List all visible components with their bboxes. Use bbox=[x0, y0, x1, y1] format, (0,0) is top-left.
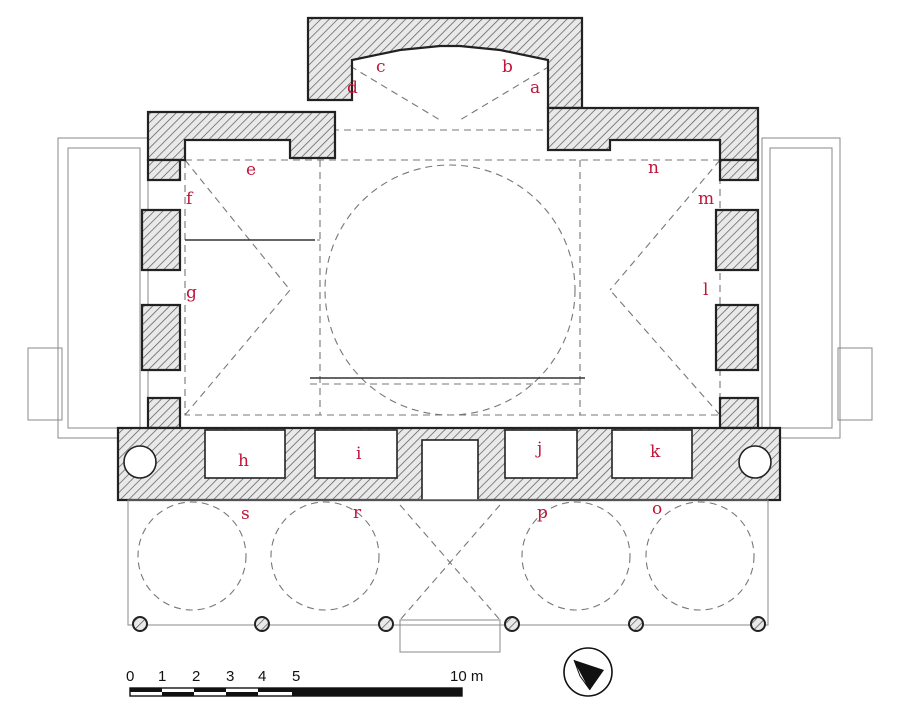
label-m: m bbox=[698, 189, 714, 209]
room-labels: a b c d e f g h i j k l m n o p r s bbox=[186, 57, 714, 524]
north-arrow-icon bbox=[563, 647, 613, 697]
scale-bar: 0 1 2 3 4 5 10 m bbox=[126, 668, 483, 697]
scale-tick-2: 2 bbox=[192, 668, 200, 685]
label-h: h bbox=[238, 451, 249, 471]
label-l: l bbox=[703, 280, 708, 300]
scale-tick-10m: 10 m bbox=[450, 668, 483, 685]
scale-tick-1: 1 bbox=[158, 668, 166, 685]
label-b: b bbox=[502, 57, 513, 77]
side-porticoes bbox=[27, 137, 873, 439]
label-p: p bbox=[537, 503, 548, 523]
label-c-north: c bbox=[376, 57, 386, 77]
scale-tick-4: 4 bbox=[258, 668, 266, 685]
label-o: o bbox=[652, 499, 662, 519]
label-f: f bbox=[186, 189, 194, 209]
scale-tick-5: 5 bbox=[292, 668, 300, 685]
label-s: s bbox=[241, 504, 250, 524]
dome-geometry bbox=[184, 59, 721, 416]
label-j: j bbox=[535, 439, 542, 459]
label-g: g bbox=[186, 283, 197, 303]
label-e: e bbox=[246, 160, 256, 180]
label-k: k bbox=[650, 442, 661, 462]
south-openings bbox=[123, 429, 772, 501]
scale-tick-3: 3 bbox=[226, 668, 234, 685]
portico-columns bbox=[132, 616, 766, 632]
label-r: r bbox=[353, 503, 362, 523]
scale-tick-0: 0 bbox=[126, 668, 134, 685]
label-d: d bbox=[347, 78, 358, 98]
label-n: n bbox=[648, 158, 659, 178]
label-i: i bbox=[356, 444, 362, 464]
label-a: a bbox=[530, 78, 540, 98]
portico bbox=[127, 499, 769, 653]
walls bbox=[116, 16, 782, 502]
